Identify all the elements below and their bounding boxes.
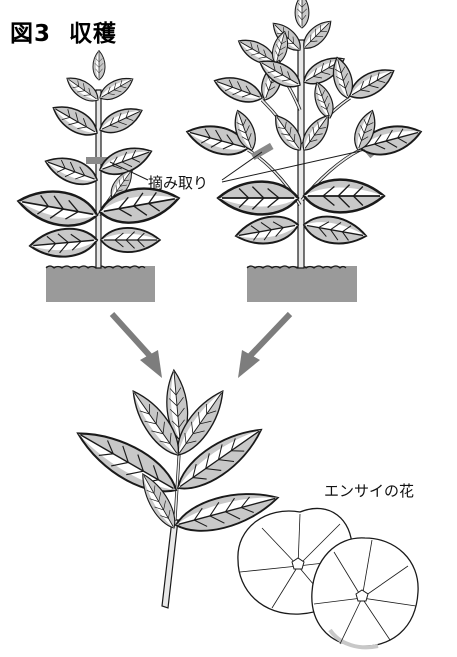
right-soil: [247, 266, 357, 302]
right-plant: [184, 0, 424, 302]
left-soil: [46, 266, 155, 302]
arrow-right: [250, 314, 290, 356]
pluck-label: 摘み取り: [148, 172, 208, 193]
right-stem: [298, 40, 304, 268]
arrow-left: [112, 314, 150, 356]
flower-label: エンサイの花: [324, 480, 414, 501]
harvest-arrows: [112, 314, 290, 378]
water-spinach-flowers: [238, 508, 418, 647]
flower-front: [312, 538, 418, 647]
